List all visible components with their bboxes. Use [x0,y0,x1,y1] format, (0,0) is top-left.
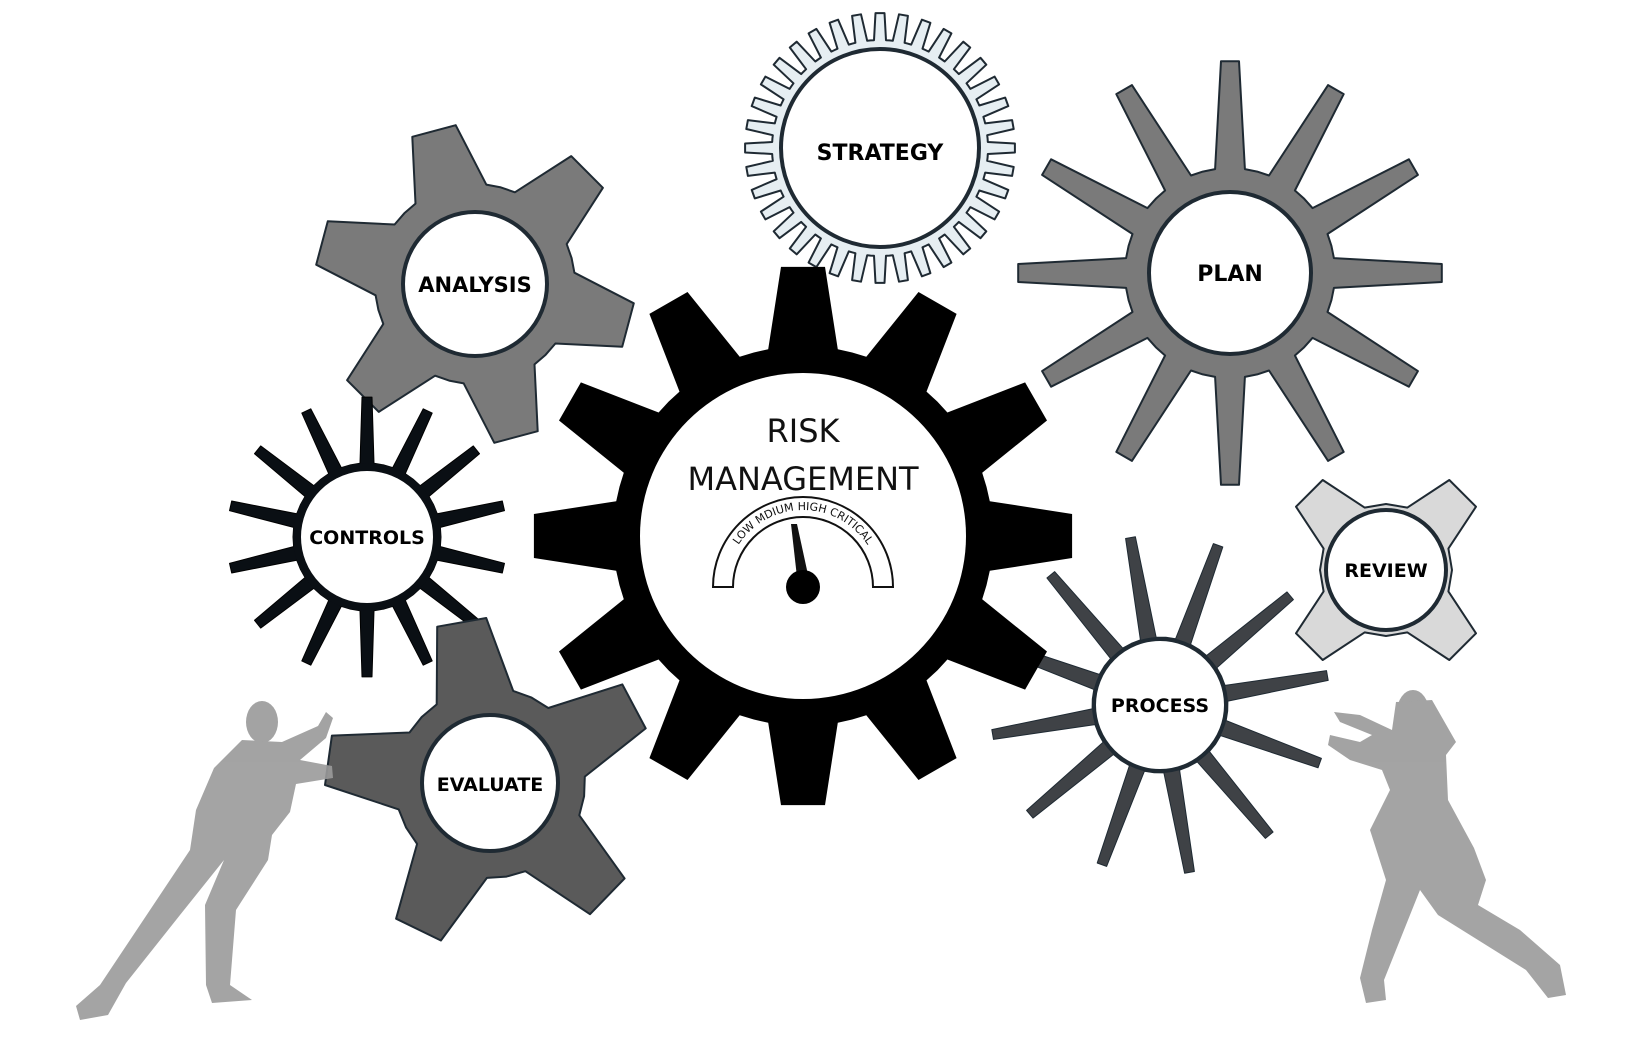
gear-analysis-hub [401,210,549,358]
gauge-arc [711,496,895,588]
gear-strategy-label: STRATEGY [817,141,945,166]
gear-analysis: ANALYSIS [315,124,635,444]
gear-evaluate-hub [420,713,560,853]
gear-plan: PLAN [1017,60,1443,486]
gear-strategy-hub [779,47,981,249]
person-left-head [246,701,278,743]
gear-center: RISK MANAGEMENT LOW MDIUM HIGH CRITICAL [533,266,1073,806]
gear-review-label: REVIEW [1344,560,1427,582]
gear-controls: CONTROLS [229,396,505,678]
gear-controls-label: CONTROLS [309,527,425,549]
gear-controls-hub [293,463,441,611]
person-pushing-left [76,701,333,1020]
gear-analysis-label: ANALYSIS [418,273,531,297]
gear-process-label: PROCESS [1111,695,1209,717]
gear-center-hub [640,373,966,699]
gear-evaluate: EVALUATE [324,617,647,942]
person-right-body [1328,700,1566,1003]
gear-review-hub [1324,508,1448,632]
person-left-body [76,712,333,1020]
gear-strategy: STRATEGY [744,12,1016,284]
center-title-line1: RISK [767,412,841,450]
gear-plan-label: PLAN [1197,262,1263,287]
person-pushing-right [1328,690,1566,1003]
center-title-line2: MANAGEMENT [687,460,919,498]
gear-process: PROCESS [991,536,1329,874]
gear-evaluate-label: EVALUATE [437,774,544,796]
gear-plan-hub [1147,190,1313,356]
gear-process-hub [1092,637,1228,773]
gear-review: REVIEW [1295,479,1477,661]
gauge-pivot [786,570,820,604]
